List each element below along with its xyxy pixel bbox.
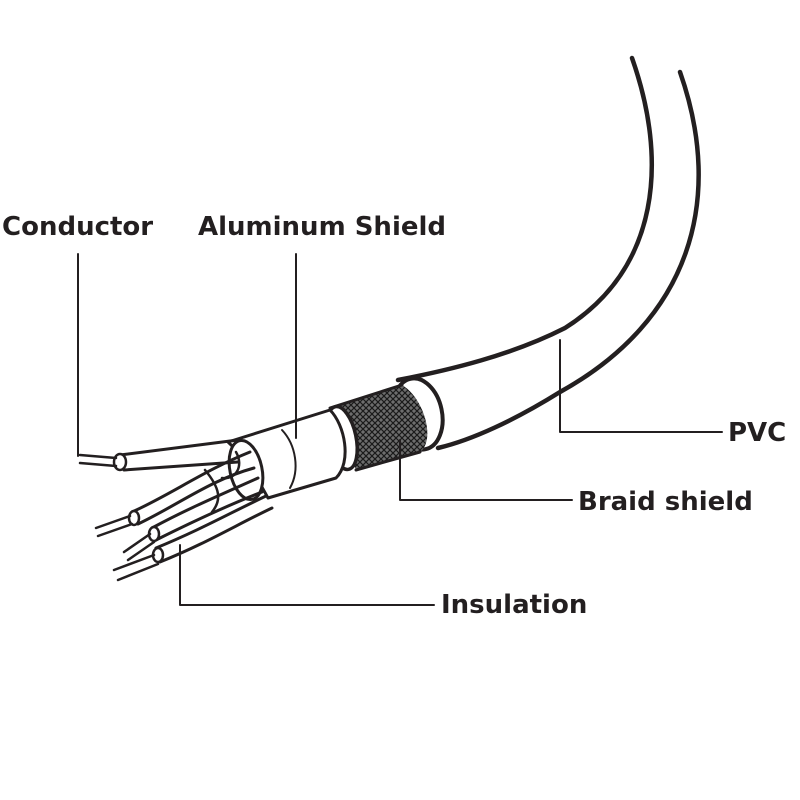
label-braid-shield: Braid shield xyxy=(578,487,753,517)
leader-insulation xyxy=(179,544,435,606)
leader-braid-shield xyxy=(399,439,573,501)
pvc-jacket-lower-edge xyxy=(435,69,701,451)
insulated-wire-a xyxy=(130,450,252,514)
insulated-wire-b xyxy=(150,476,260,530)
label-insulation: Insulation xyxy=(441,590,588,620)
twisted-pair-crossing xyxy=(203,450,241,514)
conductor-wire-lower xyxy=(122,460,240,472)
label-aluminum-shield: Aluminum Shield xyxy=(198,212,447,242)
conductor-wire-upper xyxy=(118,438,240,457)
leader-pvc xyxy=(559,339,723,433)
insulated-wire-c xyxy=(154,494,268,550)
label-conductor: Conductor xyxy=(2,212,154,242)
label-pvc: PVC xyxy=(728,418,787,448)
pvc-jacket-upper-edge xyxy=(395,55,654,383)
